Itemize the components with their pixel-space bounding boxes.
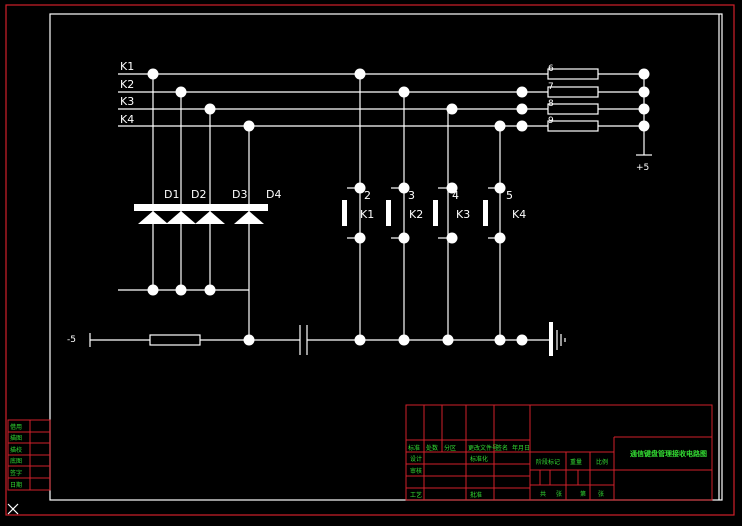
junction-dots [147,68,650,346]
tb-row-label-1: 标准 [408,444,420,452]
bus-label-k4: K4 [120,113,134,126]
bus-label-k3: K3 [120,95,134,108]
button-label-k3: K3 [456,208,470,221]
rev-label-1: 借用 [10,423,22,431]
tb-sheet-label-3: 第 [580,490,586,498]
push-buttons [342,74,501,340]
ground-bar [549,322,553,356]
button-number-2: 2 [364,189,371,202]
corner-mark-b [7,503,19,515]
tb-left-label-1: 设计 [410,455,422,463]
rev-label-2: 描图 [10,434,22,442]
tb-stage-label: 阶段标记 [536,458,560,466]
minus-supply-label: -5 [67,335,76,345]
diode-common-bar [134,204,268,211]
tb-mid-label-1: 标准化 [470,455,488,463]
diode-label-d1: D1 [164,188,179,201]
diode-d4 [234,211,264,224]
tb-sheet-label-1: 共 [540,490,546,498]
tb-left-label-3: 工艺 [410,491,422,499]
resistor-r6 [547,68,599,80]
tb-weight-label: 重量 [570,458,582,466]
tb-row-label-4: 更改文件号 [468,444,498,452]
button-number-5: 5 [506,189,513,202]
button-label-k1: K1 [360,208,374,221]
resistor-r8 [547,103,599,115]
tb-scale-label: 比例 [596,458,608,466]
button-k2 [386,200,391,226]
diode-label-d4: D4 [266,188,281,201]
tb-row-label-5: 签名 [496,444,508,452]
series-resistor [149,334,201,346]
pullup-resistors [547,68,652,156]
resistor-pin-9: 9 [548,116,554,126]
tb-mid-label-2: 批准 [470,491,482,499]
bus-label-k1: K1 [120,60,134,73]
inner-frame [49,13,723,501]
bus-label-k2: K2 [120,78,134,91]
diode-label-d3: D3 [232,188,247,201]
tb-sheet-label-2: 张 [556,490,562,498]
tb-sheet-label-4: 张 [598,490,604,498]
tb-left-label-2: 审核 [410,467,422,475]
diode-d2 [166,211,196,224]
button-label-k4: K4 [512,208,526,221]
diode-d1 [138,211,168,224]
plus-supply-label: +5 [636,163,649,173]
resistor-pin-6: 6 [548,64,554,74]
resistor-r7 [547,86,599,98]
outer-frame [5,4,735,516]
drawing-title: 通信键盘管理接收电路图 [630,449,707,458]
diode-d3 [195,211,225,224]
resistor-r9 [547,120,599,132]
button-number-4: 4 [452,189,459,202]
bottom-rail [89,322,566,356]
tb-row-label-3: 分区 [444,444,456,452]
resistor-pin-7: 7 [548,82,554,92]
rev-label-6: 日期 [10,481,22,489]
rev-label-4: 底图 [10,457,22,465]
rev-label-3: 描校 [10,446,22,454]
bus-lines [118,73,548,127]
rev-label-5: 签字 [10,469,22,477]
button-k3 [433,200,438,226]
resistor-pin-8: 8 [548,99,554,109]
diode-label-d2: D2 [191,188,206,201]
diode-bank [118,74,268,340]
button-label-k2: K2 [409,208,423,221]
title-block [405,404,713,501]
tb-row-label-2: 处数 [426,444,438,452]
revision-strip [7,419,51,491]
tb-row-label-6: 年月日 [512,444,530,452]
button-number-3: 3 [408,189,415,202]
button-k4 [483,200,488,226]
button-k1 [342,200,347,226]
